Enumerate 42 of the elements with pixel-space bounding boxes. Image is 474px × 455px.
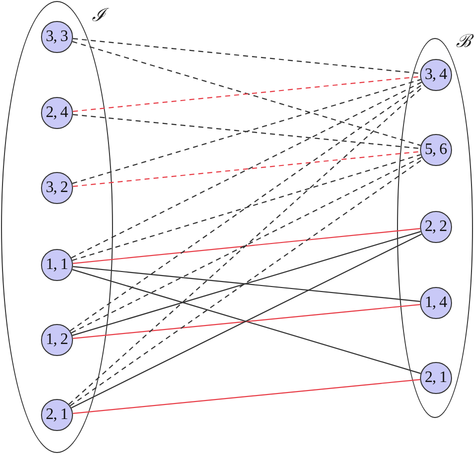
vertex-label: 5, 6: [424, 140, 447, 159]
vertex-label: 2, 4: [46, 104, 68, 122]
edge-line: [72, 231, 421, 336]
dashed-line: [72, 41, 421, 146]
dashed-line: [72, 79, 421, 184]
dashed-line: [72, 38, 420, 74]
vertex-label: 1, 2: [46, 330, 68, 349]
dashed-line: [70, 84, 424, 332]
vertex-circle: [420, 286, 452, 319]
dashed-line: [72, 114, 420, 149]
dashed-line: [72, 76, 420, 112]
edge-line: [71, 234, 422, 408]
set-ellipse: [1, 1, 113, 453]
vertex-circle: [40, 398, 73, 431]
dashed-line: [68, 85, 424, 405]
vertex-label: 2, 1: [424, 368, 447, 387]
vertex-circle: [40, 324, 73, 356]
vertex-circle: [420, 134, 452, 166]
vertex-circle: [40, 248, 73, 281]
vertex-circle: [40, 96, 73, 129]
vertex-label: 2, 1: [46, 406, 68, 424]
vertex-label: 3, 3: [46, 28, 68, 46]
vertex-label: 1, 4: [424, 294, 447, 312]
dashed-line: [71, 82, 422, 258]
vertex-circle: [420, 362, 452, 394]
vertex-label: 3, 4: [424, 66, 447, 84]
vertex-circle: [420, 210, 452, 243]
vertex-label: 1, 1: [46, 256, 68, 274]
dashed-line: [72, 151, 420, 187]
vertex-circle: [40, 20, 73, 53]
edge-line: [72, 379, 420, 414]
edge-line: [72, 304, 420, 339]
dashed-line: [71, 156, 422, 334]
vertex-label: 2, 2: [424, 218, 447, 236]
dashed-line: [72, 154, 421, 261]
edge-line: [72, 228, 420, 264]
edge-line: [72, 269, 421, 374]
dashed-line: [70, 158, 424, 406]
edge-line: [72, 266, 420, 302]
vertex-label: 3, 2: [46, 178, 68, 197]
vertex-circle: [40, 172, 73, 204]
vertex-circle: [420, 58, 452, 91]
